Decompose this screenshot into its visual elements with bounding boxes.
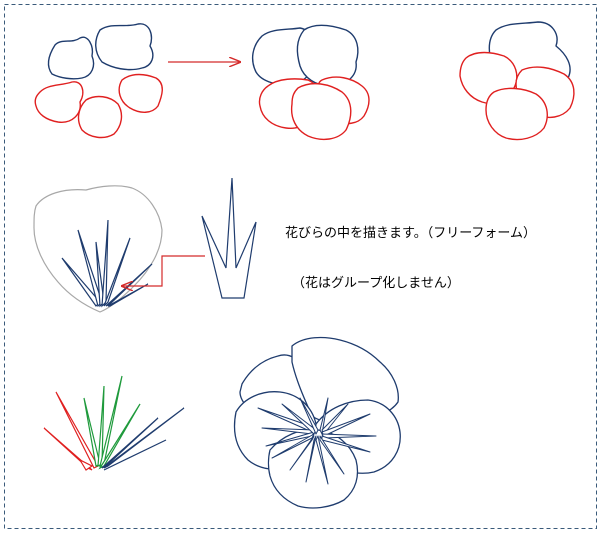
blue-stroke-2 — [103, 407, 185, 469]
pansy-center-strokes — [257, 397, 377, 485]
red-petal-right — [118, 73, 163, 113]
assembled-petals-right-group — [459, 21, 575, 141]
stroke-fan-in-petal — [61, 219, 153, 308]
blue-stroke-3 — [103, 439, 167, 471]
red-stroke-2 — [55, 391, 99, 469]
blue-stroke-1 — [101, 417, 159, 469]
red-petal-bottom — [77, 95, 123, 139]
elbow-arrow-to-petal — [122, 255, 205, 286]
dashed-frame — [4, 4, 597, 529]
assembled-petals-group — [251, 24, 370, 141]
blue-petal-left — [47, 36, 95, 80]
red-petal-front-bottom — [290, 82, 352, 141]
finished-pansy-group — [233, 336, 401, 509]
red-petal-right-bottom — [485, 87, 548, 141]
blue-petal-back-right — [296, 24, 359, 87]
standalone-stroke-shape — [201, 177, 257, 299]
red-petal-left — [34, 81, 84, 123]
petal-with-strokes-group — [33, 185, 205, 313]
grouping-note-caption: （花はグループ化しません） — [292, 276, 460, 291]
green-stroke-4 — [98, 403, 141, 470]
colored-strokes-group — [43, 375, 185, 471]
instruction-caption: 花びらの中を描きます。（フリーフォーム） — [285, 226, 537, 241]
red-stroke-3 — [78, 458, 94, 471]
separated-petals-group — [34, 23, 163, 139]
blue-petal-right — [95, 23, 154, 71]
